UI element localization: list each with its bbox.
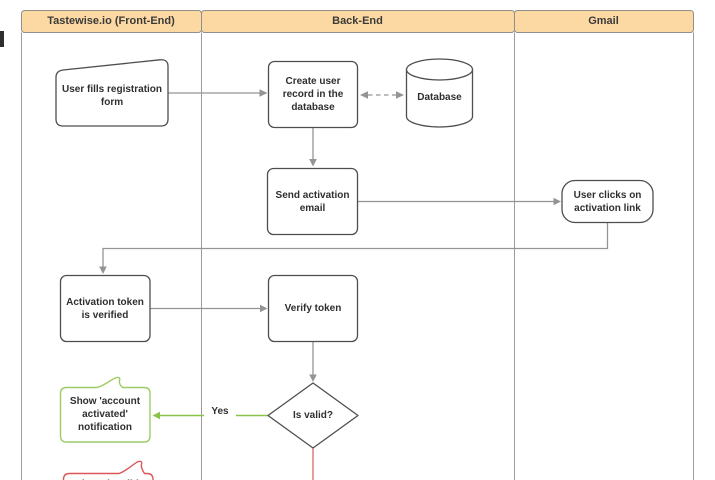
node-create-user-label: Create user record in the database: [270, 63, 356, 126]
shape-invalid-callout: [62, 460, 154, 480]
shape-create-user: [267, 60, 359, 129]
arrowhead-createuser: [259, 89, 268, 97]
arrowhead-activationtoken: [99, 266, 107, 274]
arrowhead-yes-green: [152, 411, 160, 420]
node-is-valid-label: Is valid?: [273, 404, 353, 427]
label-line: User clicks on: [573, 189, 642, 201]
label-line: Database: [417, 91, 462, 103]
shape-is-valid-decision: [267, 382, 359, 449]
shape-account-activated-callout: [59, 376, 151, 443]
shape-user-clicks: [561, 179, 654, 224]
label-line: Is valid?: [292, 410, 333, 421]
shape-verify-token: [267, 274, 359, 343]
label-line: form: [100, 97, 124, 108]
shape-database-top: [405, 58, 474, 81]
screen-edge-artifact: [0, 31, 4, 47]
shape-database-body: [405, 68, 474, 128]
label-line: email: [299, 202, 326, 214]
shape-send-email: [266, 167, 359, 236]
label-line: database: [291, 102, 335, 113]
shape-user-fills-manual-input: [55, 59, 169, 127]
node-activation-token-label: Activation token is verified: [61, 277, 149, 340]
shape-activation-token: [59, 274, 151, 343]
arrowhead-sendemail: [309, 159, 317, 167]
arrowhead-dashed-right: [396, 91, 404, 99]
edge-label-yes: Yes: [204, 405, 236, 418]
arrowhead-userclicks: [553, 197, 561, 206]
node-verify-token-label: Verify token: [270, 277, 356, 340]
label-line: activated': [82, 409, 128, 420]
label-line: activation link: [574, 202, 641, 214]
label-line: Activation token: [66, 296, 144, 308]
node-invalid-notice-label: Show 'invalid: [62, 474, 152, 480]
label-line: Show 'account: [69, 396, 141, 407]
node-database-label: Database: [406, 77, 473, 117]
label-line: Yes: [211, 406, 229, 417]
node-account-activated-label: Show 'account activated' notification: [62, 389, 148, 440]
lane-title-text: Tastewise.io (Front-End): [47, 15, 175, 27]
arrowhead-verifytoken: [260, 304, 268, 313]
label-line: Create user: [285, 76, 341, 87]
arrowhead-isvalid: [309, 374, 317, 382]
lane-header-gmail: [514, 10, 694, 33]
connector-userclicks-activationtoken: [102, 223, 609, 267]
label-line: User fills registration: [61, 84, 163, 95]
arrowhead-dashed-left: [360, 91, 368, 99]
label-line: Show 'invalid: [75, 478, 139, 480]
lane-title-gmail: Gmail: [514, 11, 693, 32]
lane-title-frontend: Tastewise.io (Front-End): [21, 11, 201, 32]
node-user-clicks-label: User clicks on activation link: [563, 182, 652, 221]
node-user-fills-label: User fills registration form: [58, 71, 166, 121]
node-send-email-label: Send activation email: [269, 170, 356, 233]
label-line: Send activation: [275, 189, 350, 201]
lane-title-text: Gmail: [588, 15, 619, 27]
lane-title-text: Back-End: [332, 15, 383, 27]
label-line: Verify token: [284, 303, 342, 314]
label-line: record in the: [282, 89, 344, 100]
label-line: is verified: [81, 309, 129, 321]
label-line: notification: [78, 422, 132, 433]
lane-title-backend: Back-End: [201, 11, 514, 32]
